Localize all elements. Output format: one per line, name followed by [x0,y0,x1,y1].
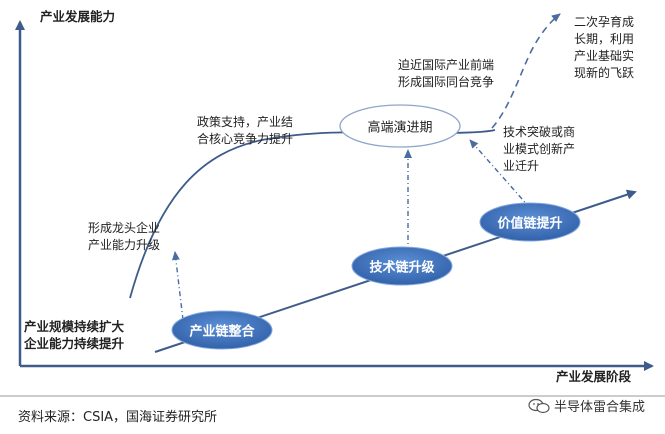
connector-value-to-high [469,139,531,209]
frontier-label: 迫近国际产业前端 形成国际同台竞争 [398,58,495,89]
tech-break-label: 技术突破或商 业模式创新产 业迁升 [503,125,576,173]
policy-label: 政策支持，产业结 合核心竞争力提升 [197,115,294,146]
left-start-label: 产业规模持续扩大 企业能力持续提升 [24,319,125,351]
wechat-icon [528,398,550,413]
chain-integration-ellipse [171,310,273,350]
chain-integration-label: 产业链整合 [189,324,255,340]
second-growth-label: 二次孕育成 长期，利用 产业基础实 现新的飞跃 [574,15,635,80]
high-end-label: 高端演进期 [367,120,433,136]
value-upgrade-ellipse [479,202,581,242]
connector-chain-to-curve [171,251,184,321]
source-note: 资料来源：CSIA，国海证券研究所 [18,410,218,425]
tech-upgrade-label: 技术链升级 [369,260,435,276]
high-end-ellipse [339,104,461,148]
tech-upgrade-ellipse [351,246,453,286]
leading-firms-label: 形成龙头企业 产业能力升级 [88,221,161,252]
y-axis-label: 产业发展能力 [40,9,116,24]
watermark-text: 半导体雷合集成 [553,400,645,415]
second-growth-curve [491,13,561,129]
value-upgrade-label: 价值链提升 [497,216,563,232]
watermark: 半导体雷合集成 [528,396,645,415]
x-axis-label: 产业发展阶段 [556,369,632,384]
